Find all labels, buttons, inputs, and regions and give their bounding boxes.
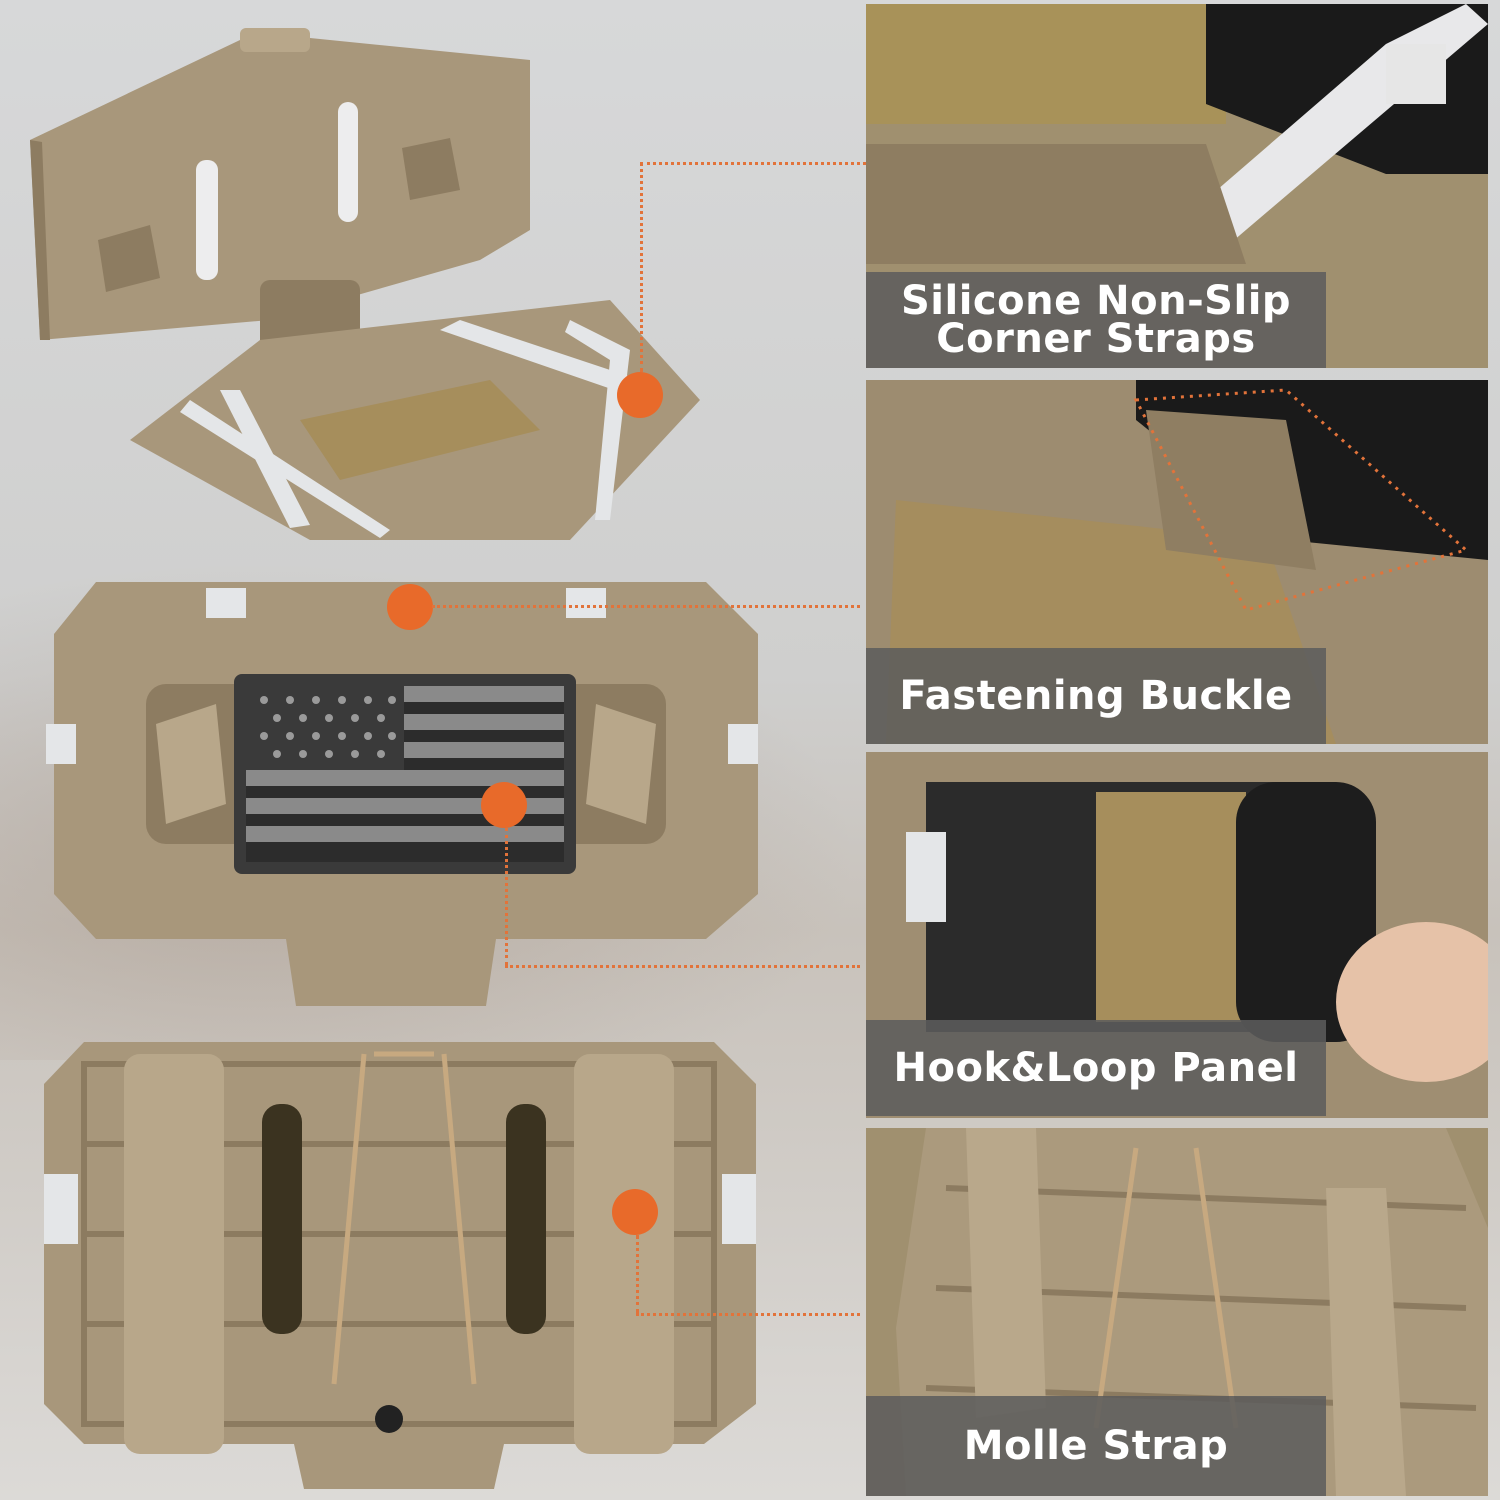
- callout-line-4-vertical: [636, 1235, 639, 1313]
- product-open-view: [30, 28, 700, 540]
- callout-marker-2: [387, 584, 433, 630]
- callout-line-3-vertical: [505, 828, 508, 965]
- callout-marker-1: [617, 372, 663, 418]
- caption-hook-loop: Hook&Loop Panel: [893, 1045, 1299, 1091]
- detail-panel-fastening-buckle: Fastening Buckle: [866, 380, 1488, 744]
- callout-line-1-horizontal: [640, 162, 866, 165]
- callout-line-4-horizontal: [636, 1313, 860, 1316]
- detail-panel-molle-strap: Molle Strap: [866, 1128, 1488, 1496]
- detail-panel-corner-straps: Silicone Non-Slip Corner Straps: [866, 4, 1488, 368]
- caption-box-fastening-buckle: Fastening Buckle: [866, 648, 1326, 744]
- caption-box-corner-straps: Silicone Non-Slip Corner Straps: [866, 272, 1326, 368]
- callout-marker-4: [612, 1189, 658, 1235]
- detail-panel-hook-loop: Hook&Loop Panel: [866, 752, 1488, 1118]
- caption-box-molle-strap: Molle Strap: [866, 1396, 1326, 1496]
- caption-corner-straps: Silicone Non-Slip Corner Straps: [900, 278, 1292, 362]
- caption-molle-strap: Molle Strap: [963, 1423, 1229, 1469]
- product-back-view: [44, 1042, 756, 1489]
- callout-line-3-horizontal: [505, 965, 860, 968]
- caption-fastening-buckle: Fastening Buckle: [899, 673, 1293, 719]
- caption-box-hook-loop: Hook&Loop Panel: [866, 1020, 1326, 1116]
- callout-line-1-vertical: [640, 162, 643, 372]
- flag-patch-icon: [234, 674, 576, 874]
- callout-marker-3: [481, 782, 527, 828]
- callout-line-2-horizontal: [432, 605, 860, 608]
- product-front-view: [46, 582, 758, 1006]
